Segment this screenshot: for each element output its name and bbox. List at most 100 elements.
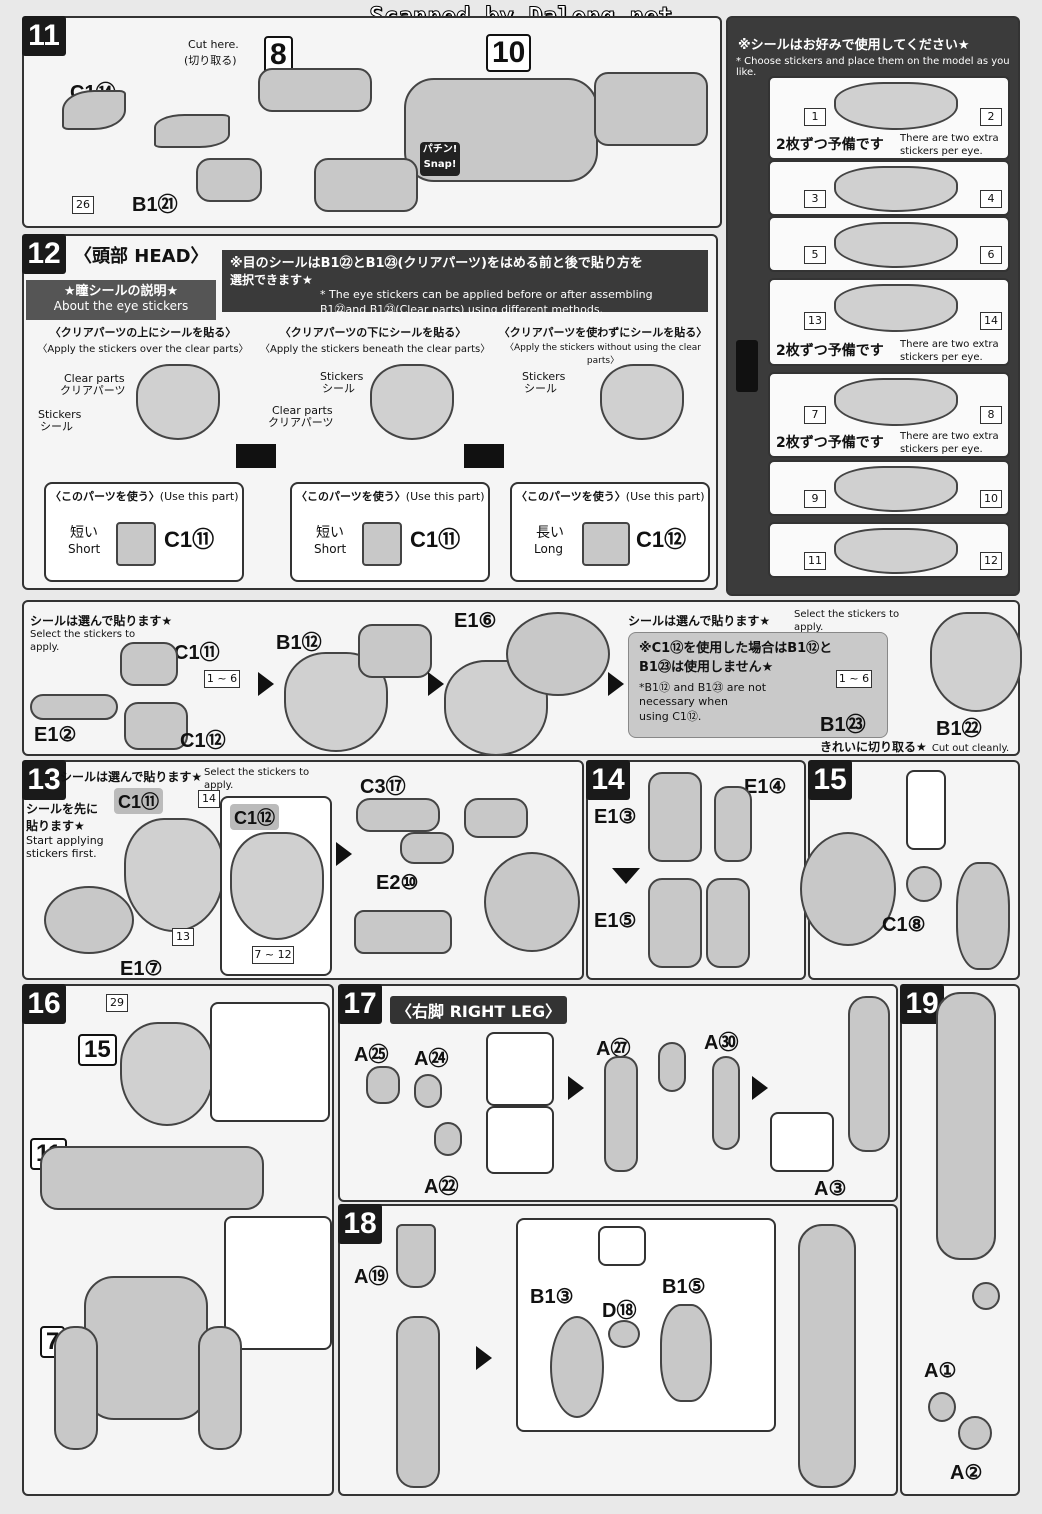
stickers-jp: シール <box>40 420 73 433</box>
part-b1-21: B1㉑ <box>132 194 178 216</box>
part-shape <box>62 90 126 130</box>
part-shape <box>604 1056 638 1172</box>
part-shape <box>354 910 452 954</box>
head-illustration <box>120 1022 214 1126</box>
eye-sticker-note: ※目のシールはB1㉒とB1㉓(クリアパーツ)をはめる前と後で貼り方を 選択できま… <box>222 250 708 316</box>
eye-row-3: 5 6 <box>768 216 1010 272</box>
cut-note: きれいに切り取る★ Cut out cleanly. <box>820 736 1009 755</box>
part-shape <box>928 1392 956 1422</box>
step-18-panel: 18 A⑲ B1③ D⑱ B1⑤ <box>338 1204 898 1496</box>
part-b1-12: B1⑫ <box>276 632 322 654</box>
snap-badge: パチン! Snap! <box>420 142 460 176</box>
use-part-box-3: 〈このパーツを使う〉(Use this part) 長い Long C1⑫ <box>510 482 710 582</box>
detail-box <box>770 1112 834 1172</box>
step-14-panel: 14 E1③ E1④ E1⑤ <box>586 760 806 980</box>
arm <box>54 1326 98 1450</box>
step-number: 11 <box>22 16 66 56</box>
use-part-box-1: 〈このパーツを使う〉(Use this part) 短い Short C1⑪ <box>44 482 244 582</box>
detail-box <box>486 1032 554 1106</box>
leg-title: 〈右脚 RIGHT LEG〉 <box>390 996 568 1024</box>
sticker-14: 14 <box>198 790 220 808</box>
part-shape <box>314 158 418 212</box>
arrow-right-icon <box>428 672 444 696</box>
extra-note-en: There are two extra stickers per eye. <box>900 431 999 455</box>
arrow-right-icon <box>608 672 624 696</box>
head-title-jp: 〈頭部 <box>74 246 128 267</box>
use-part-jp: 〈このパーツを使う〉 <box>296 490 406 503</box>
arrow-right-icon <box>476 1346 492 1370</box>
part-a27: A㉗ <box>596 1038 631 1060</box>
part-shape <box>648 878 702 968</box>
eye-row-2: 3 4 <box>768 160 1010 216</box>
select-en: Select the stickers to apply. <box>30 629 136 653</box>
part-d18: D⑱ <box>602 1300 637 1322</box>
face-illustration <box>834 528 958 574</box>
part-c1-11: C1⑪ <box>174 642 220 664</box>
sticker-left: 9 <box>804 490 826 508</box>
part-shape <box>608 1320 640 1348</box>
note-en-2: necessary when <box>639 695 728 708</box>
face-illustration <box>600 364 684 440</box>
part-shape <box>400 832 454 864</box>
part-e1-3: E1③ <box>594 806 637 828</box>
head-illustration <box>930 612 1022 712</box>
sticker-right: 2 <box>980 108 1002 126</box>
first-jp-1: シールを先に <box>26 802 99 816</box>
short-en: Short <box>68 542 101 556</box>
short-en: Short <box>314 542 347 556</box>
step-11-panel: 11 Cut here. (切り取る) C1⑭ 26 B1㉑ 8 10 9 パチ… <box>22 16 722 228</box>
part-shape <box>958 1416 992 1450</box>
part-e2-10: E2⑩ <box>376 872 419 894</box>
step-19-panel: 19 A① A② <box>900 984 1020 1496</box>
first-en-2: stickers first. <box>26 847 97 860</box>
leg-part <box>396 1316 440 1488</box>
part-a3: A③ <box>814 1178 847 1200</box>
part-shape <box>550 1316 604 1418</box>
stickers-en: Stickers <box>38 408 82 421</box>
arrow-right-icon <box>258 672 274 696</box>
part-shape <box>120 642 178 686</box>
face-illustration <box>370 364 454 440</box>
part-shape <box>648 772 702 862</box>
part-shape <box>30 694 118 720</box>
cut-label-jp: (切り取る) <box>184 54 237 67</box>
arrow-right-icon <box>336 842 352 866</box>
sticker-left: 7 <box>804 406 826 424</box>
first-en-1: Start applying <box>26 834 104 847</box>
part-a1: A① <box>924 1360 957 1382</box>
step-number: 18 <box>338 1204 382 1244</box>
about-en: About the eye stickers <box>53 299 189 313</box>
part-a24: A㉔ <box>414 1048 449 1070</box>
snap-en: Snap! <box>423 159 457 170</box>
head-title: 〈頭部 HEAD〉 <box>74 242 209 268</box>
use-part-en: (Use this part) <box>405 490 485 503</box>
part-c1-11: C1⑪ <box>114 788 164 814</box>
step-number: 19 <box>900 984 944 1024</box>
part-e1-2: E1② <box>34 724 77 746</box>
sticker-right: 14 <box>980 312 1002 330</box>
sticker-left: 1 <box>804 108 826 126</box>
head-back <box>484 852 580 952</box>
about-eye-stickers: ★瞳シールの説明★ About the eye stickers <box>26 280 216 320</box>
extra-note-en: There are two extra stickers per eye. <box>900 133 999 157</box>
leg-title-jp: 〈右脚 <box>396 1002 445 1021</box>
detail-box <box>906 770 946 850</box>
sticker-note-jp: ※シールはお好みで使用してください★ <box>738 38 970 53</box>
sticker-left: 13 <box>804 312 826 330</box>
clear-parts-jp: クリアパーツ <box>60 384 126 397</box>
part-e1-5: E1⑤ <box>594 910 637 932</box>
cut-label-en: Cut here. <box>188 38 239 51</box>
part-c1-12: C1⑫ <box>180 730 226 752</box>
detail-box <box>598 1226 646 1266</box>
part-a22: A㉒ <box>424 1176 459 1198</box>
note-en-1: * The eye stickers can be applied before… <box>320 288 653 301</box>
detail-box <box>210 1002 330 1122</box>
leg-part <box>798 1224 856 1488</box>
part-shape <box>972 1282 1000 1310</box>
col1-en: 〈Apply the stickers over the clear parts… <box>37 344 249 355</box>
short-jp: 短い <box>70 525 98 541</box>
col1-jp: 〈クリアパーツの上にシールを貼る〉 <box>49 326 237 339</box>
part-shape <box>464 798 528 838</box>
part-shape <box>116 522 156 566</box>
snap-jp: パチン! <box>422 144 458 155</box>
